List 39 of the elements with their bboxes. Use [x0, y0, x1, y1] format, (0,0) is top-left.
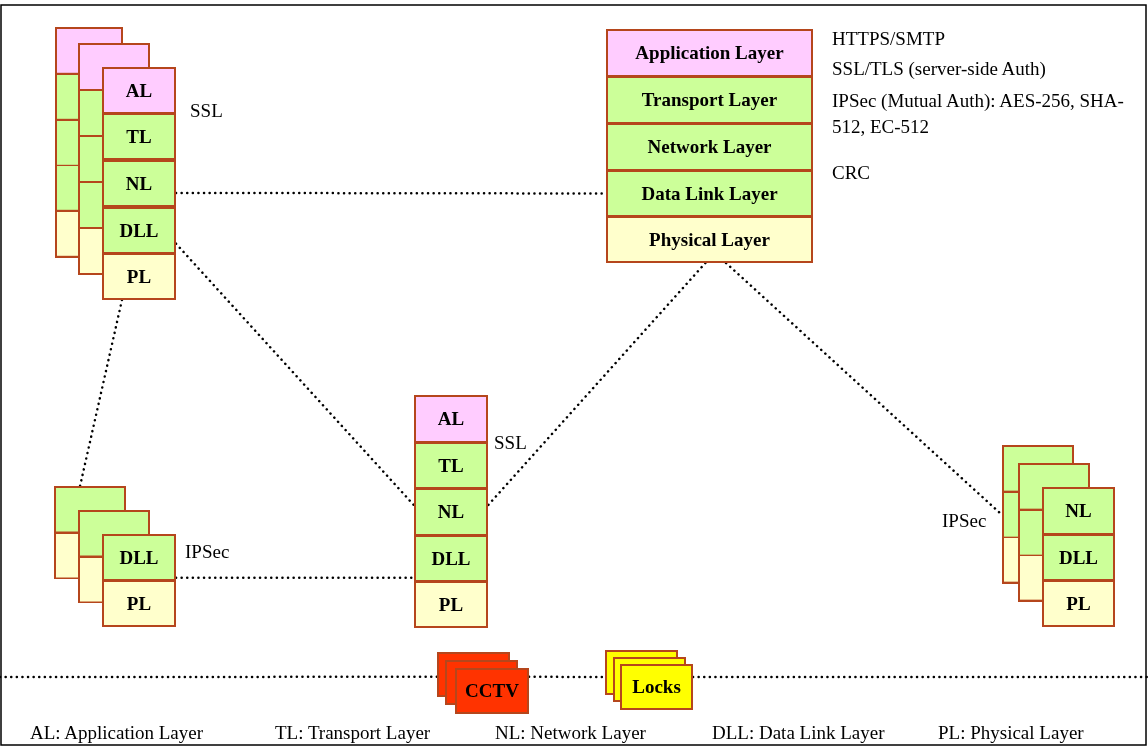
protocol-label: IPSec: [942, 509, 988, 533]
protocol-label: CRC: [832, 161, 872, 185]
protocol-label: HTTPS/SMTP: [832, 27, 946, 51]
protocol-label: IPSec (Mutual Auth): AES-256, SHA-512, EC-512: [832, 89, 1125, 139]
layer-box: NL: [102, 160, 176, 207]
protocol-label: IPSec: [185, 540, 231, 564]
legend-note: DLL: Data Link Layer: [712, 721, 885, 745]
layer-box: AL: [414, 395, 488, 443]
layer-stack: [55, 27, 178, 302]
layer-box: AL: [102, 67, 176, 114]
layer-box: DLL: [102, 534, 176, 581]
legend-note: TL: Transport Layer: [275, 721, 431, 745]
protocol-label: SSL: [494, 431, 528, 455]
layer-box: Physical Layer: [606, 216, 813, 263]
layer-box: PL: [1042, 580, 1115, 627]
layer-box: DLL: [414, 535, 488, 582]
legend-note: NL: Network Layer: [495, 721, 646, 745]
layer-box: PL: [102, 580, 176, 627]
layer-box: TL: [414, 442, 488, 489]
layer-box: TL: [102, 113, 176, 160]
layer-box: PL: [102, 253, 176, 300]
layer-box: Transport Layer: [606, 76, 813, 124]
device-card-stack: CCTV: [437, 652, 529, 714]
dotted-connector: [0, 675, 439, 679]
layer-box: PL: [414, 581, 488, 628]
layer-box: Network Layer: [606, 123, 813, 171]
protocol-label: SSL: [190, 99, 224, 123]
layer-box: DLL: [102, 207, 176, 254]
protocol-label: SSL/TLS (server-side Auth): [832, 57, 1047, 81]
legend-note: PL: Physical Layer: [938, 721, 1084, 745]
layer-box: DLL: [1042, 534, 1115, 581]
layer-stack: [1002, 445, 1117, 629]
layer-box: NL: [414, 488, 488, 536]
layer-box: Application Layer: [606, 29, 813, 77]
device-card-stack: Locks: [605, 650, 693, 710]
legend-note: AL: Application Layer: [30, 721, 204, 745]
layer-stack: [54, 486, 178, 629]
layer-box: NL: [1042, 487, 1115, 535]
layer-box: Data Link Layer: [606, 170, 813, 217]
